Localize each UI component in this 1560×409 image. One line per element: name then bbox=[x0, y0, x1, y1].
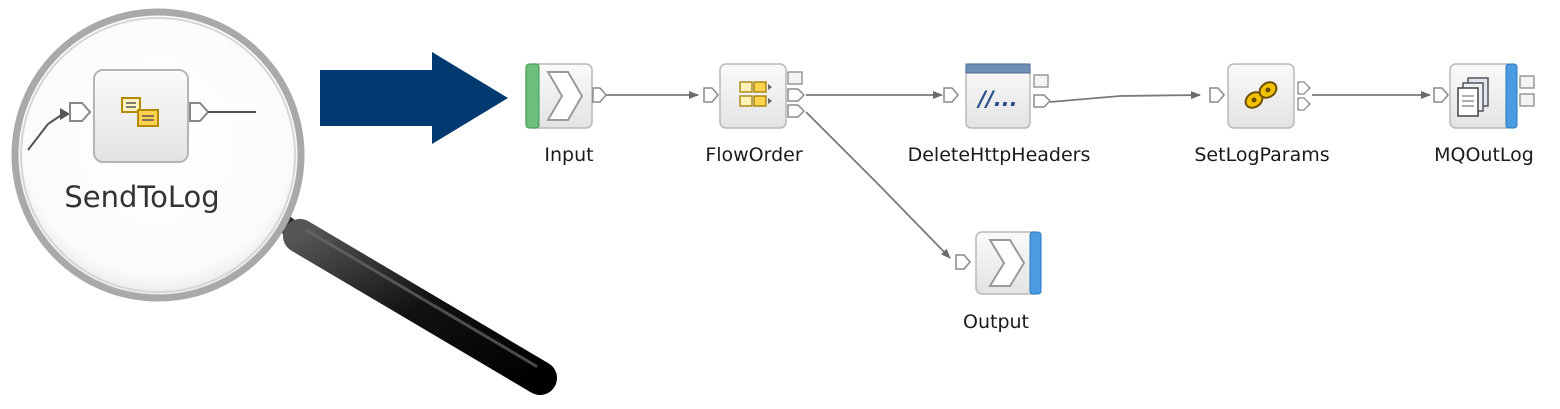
lens-node-sendtolog bbox=[27, 69, 256, 163]
node-setlogparams[interactable] bbox=[1209, 63, 1311, 129]
zoom-arrow-icon bbox=[320, 52, 508, 144]
node-label-deletehttpheaders: DeleteHttpHeaders bbox=[907, 144, 1091, 166]
compute-node-icon: //... bbox=[975, 87, 1017, 111]
wire-floworder-output bbox=[805, 111, 951, 259]
output-node-icon bbox=[988, 239, 1026, 287]
node-label-output: Output bbox=[963, 311, 1029, 333]
magnifier-handle bbox=[269, 209, 557, 395]
output-accent-bar bbox=[1029, 231, 1042, 295]
lens-node-label: SendToLog bbox=[64, 180, 220, 214]
node-input[interactable] bbox=[525, 63, 607, 129]
node-label-floworder: FlowOrder bbox=[705, 144, 803, 166]
node-mqoutlog[interactable] bbox=[1433, 63, 1535, 129]
node-label-input: Input bbox=[544, 144, 594, 166]
node-output[interactable] bbox=[955, 231, 1042, 295]
wire-deletehttpheaders-setlogparams bbox=[1049, 91, 1201, 103]
mapping-node-icon bbox=[1244, 81, 1278, 109]
node-label-setlogparams: SetLogParams bbox=[1194, 144, 1330, 166]
node-label-mqoutlog: MQOutLog bbox=[1434, 144, 1534, 166]
wires bbox=[606, 91, 1431, 259]
mq-output-node-icon bbox=[1457, 77, 1489, 117]
magnifier-lens bbox=[11, 8, 305, 302]
input-accent-bar bbox=[525, 63, 540, 129]
floworder-node-icon bbox=[739, 81, 772, 107]
mqoutlog-accent-bar bbox=[1505, 63, 1518, 129]
node-floworder[interactable] bbox=[703, 63, 806, 129]
node-deletehttpheaders[interactable]: //... bbox=[943, 63, 1052, 129]
input-node-icon bbox=[546, 71, 584, 121]
